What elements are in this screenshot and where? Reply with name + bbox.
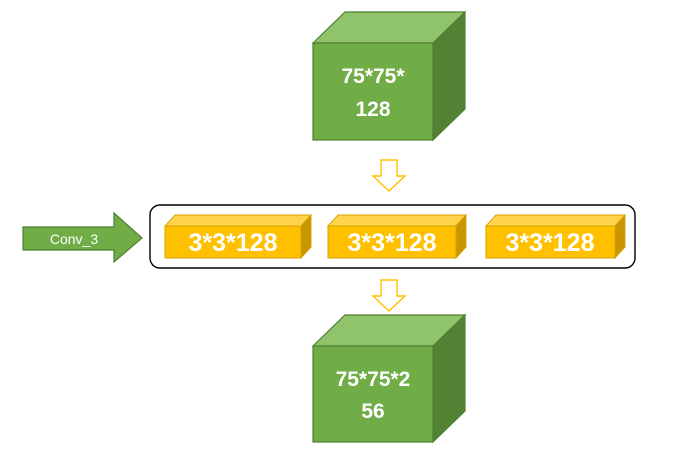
kernel-box: 3*3*128: [484, 213, 627, 260]
input-cube-label-line1: 75*75*: [341, 65, 405, 88]
down-arrow-icon: [371, 159, 407, 192]
kernel-box-label: 3*3*128: [348, 229, 437, 257]
kernel-box-front: [485, 225, 616, 259]
kernel-box-top: [163, 214, 313, 227]
input-cube: 75*75* 128: [311, 10, 467, 142]
conv-arrow: Conv_3: [22, 211, 143, 264]
conv-arrow-label: Conv_3: [50, 231, 98, 247]
kernel-box-front: [164, 225, 302, 259]
output-cube-front: [312, 345, 434, 443]
kernel-box: 3*3*128: [163, 213, 313, 260]
right-arrow-icon: [22, 211, 143, 264]
kernel-box-top: [484, 214, 627, 227]
output-cube-label-line1: 75*75*2: [336, 368, 411, 391]
kernel-box-label: 3*3*128: [189, 229, 278, 257]
kernel-box-label: 3*3*128: [506, 229, 595, 257]
input-cube-label-line2: 128: [355, 98, 390, 121]
kernel-box-top: [326, 214, 468, 227]
kernel-box-front: [327, 225, 457, 259]
down-arrow-icon: [371, 279, 407, 312]
output-cube: 75*75*2 56: [311, 313, 467, 444]
input-cube-front: [312, 42, 434, 141]
kernel-box: 3*3*128: [326, 213, 468, 260]
output-cube-label-line2: 56: [361, 400, 384, 423]
